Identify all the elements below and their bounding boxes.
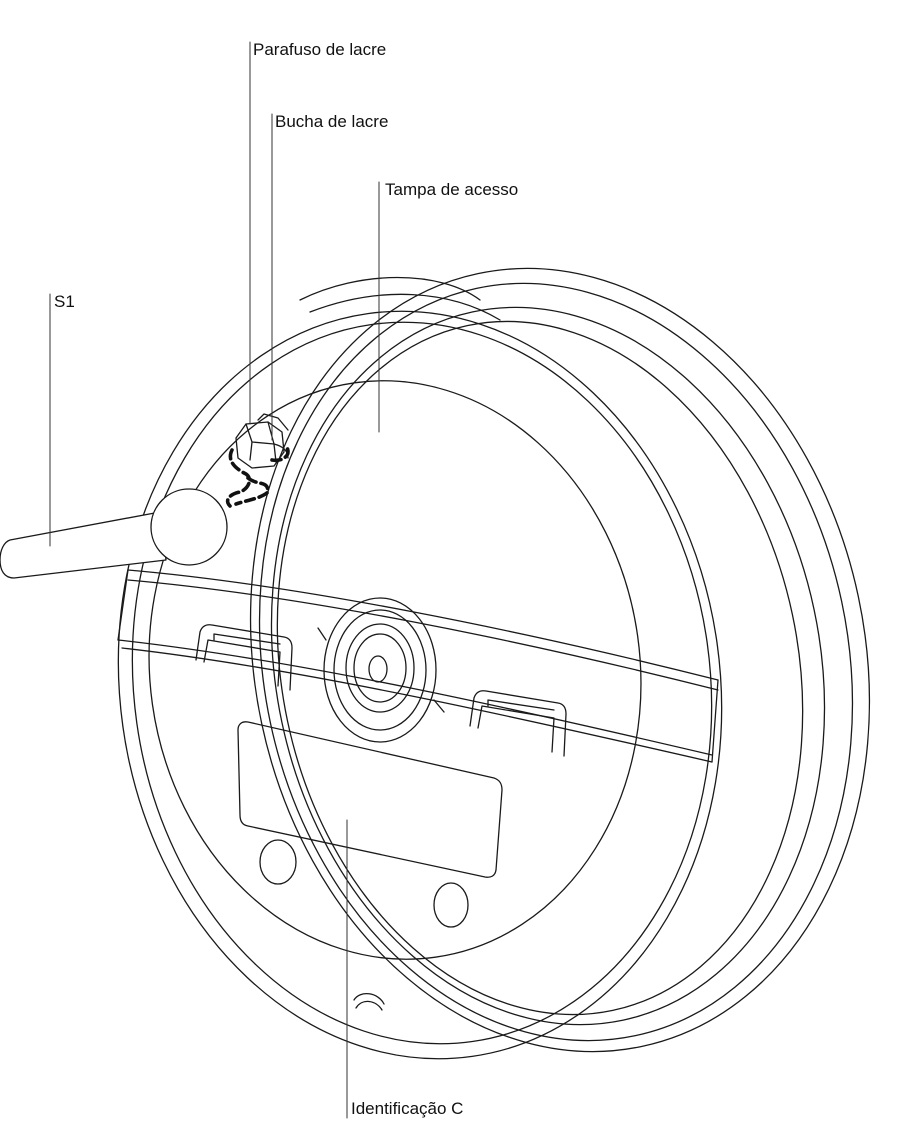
s1-seal (0, 488, 228, 579)
left-clip (195, 624, 293, 691)
label-identificacao-c: Identificação C (351, 1099, 464, 1118)
right-clip (469, 690, 567, 757)
center-boss (317, 597, 445, 743)
identification-plate (237, 721, 503, 878)
mounting-holes (259, 839, 469, 1011)
access-cover (117, 310, 723, 1060)
seal-wire (225, 444, 290, 508)
meter-rear-rim (249, 267, 871, 1053)
label-tampa-de-acesso: Tampa de acesso (385, 180, 519, 199)
label-bucha-de-lacre: Bucha de lacre (275, 112, 389, 131)
label-parafuso-de-lacre: Parafuso de lacre (253, 40, 387, 59)
seal-screw (235, 413, 289, 469)
center-band (117, 569, 719, 763)
label-s1: S1 (54, 292, 75, 311)
leader-lines (49, 41, 380, 1119)
